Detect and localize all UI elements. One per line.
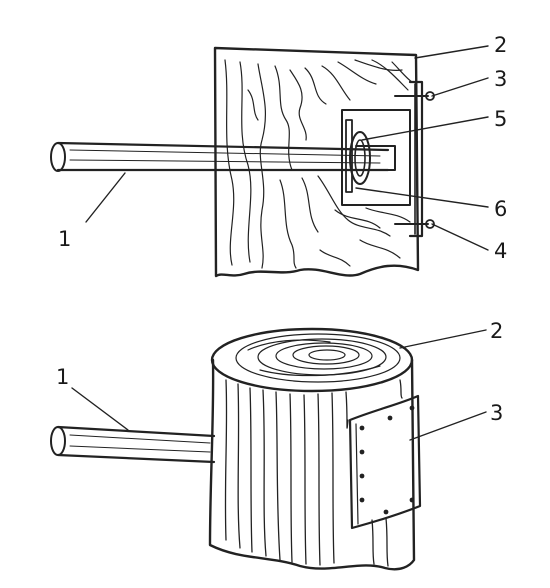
label-2-top: 2 <box>494 33 507 57</box>
label-3-top: 3 <box>494 67 507 91</box>
top-view-section: 2 3 5 6 4 1 <box>50 33 507 278</box>
wood-grain <box>224 59 413 269</box>
lock-washer <box>349 131 371 185</box>
growth-rings <box>235 333 401 383</box>
label-3-bottom: 3 <box>490 401 503 425</box>
rod-top <box>50 141 396 172</box>
wood-block-section <box>213 46 420 278</box>
bark-lines <box>224 379 403 567</box>
pin-6 <box>345 119 353 193</box>
rod-bottom <box>50 425 216 464</box>
bottom-view-log: 2 3 1 <box>50 319 503 571</box>
leaders-top <box>85 45 489 251</box>
metal-plate-section <box>408 80 424 238</box>
leaders-bottom <box>71 329 487 441</box>
log-body <box>208 327 416 571</box>
label-1-bottom: 1 <box>56 365 69 389</box>
label-6-top: 6 <box>494 197 507 221</box>
metal-plate-wrap <box>348 394 422 530</box>
label-1-top: 1 <box>58 227 71 251</box>
label-5-top: 5 <box>494 107 507 131</box>
label-2-bottom: 2 <box>490 319 503 343</box>
label-4-top: 4 <box>494 239 507 263</box>
plate-nails <box>359 405 415 515</box>
